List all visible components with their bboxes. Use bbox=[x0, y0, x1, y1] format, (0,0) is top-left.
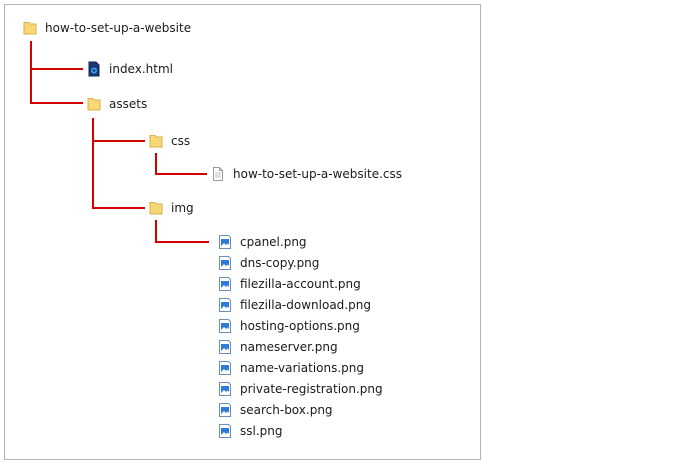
image-file-icon bbox=[217, 381, 233, 397]
tree-node-label: how-to-set-up-a-website.css bbox=[233, 167, 403, 181]
image-file-icon bbox=[217, 234, 233, 250]
tree-node-img[interactable]: img bbox=[148, 199, 194, 217]
tree-node-label: assets bbox=[109, 97, 148, 111]
image-file-icon bbox=[217, 402, 233, 418]
tree-node-label: cpanel.png bbox=[240, 235, 307, 249]
image-file-icon bbox=[217, 276, 233, 292]
tree-diagram-frame bbox=[4, 4, 481, 460]
image-file-icon bbox=[217, 255, 233, 271]
tree-node-root[interactable]: how-to-set-up-a-website bbox=[22, 19, 191, 37]
tree-node-label: filezilla-account.png bbox=[240, 277, 361, 291]
tree-node-image-file[interactable]: filezilla-account.png bbox=[217, 275, 361, 293]
html-file-icon bbox=[86, 61, 102, 77]
tree-node-image-file[interactable]: name-variations.png bbox=[217, 359, 364, 377]
tree-node-assets[interactable]: assets bbox=[86, 95, 147, 113]
tree-node-image-file[interactable]: cpanel.png bbox=[217, 233, 307, 251]
image-file-icon bbox=[217, 297, 233, 313]
text-file-icon bbox=[210, 166, 226, 182]
tree-node-label: search-box.png bbox=[240, 403, 333, 417]
tree-node-index-html[interactable]: index.html bbox=[86, 60, 173, 78]
tree-node-image-file[interactable]: filezilla-download.png bbox=[217, 296, 371, 314]
tree-node-image-file[interactable]: dns-copy.png bbox=[217, 254, 319, 272]
tree-node-image-file[interactable]: nameserver.png bbox=[217, 338, 338, 356]
tree-node-label: how-to-set-up-a-website bbox=[45, 21, 192, 35]
folder-icon bbox=[22, 20, 38, 36]
image-file-icon bbox=[217, 423, 233, 439]
tree-node-image-file[interactable]: search-box.png bbox=[217, 401, 333, 419]
tree-node-image-file[interactable]: hosting-options.png bbox=[217, 317, 360, 335]
folder-icon bbox=[148, 200, 164, 216]
image-file-icon bbox=[217, 318, 233, 334]
tree-node-label: name-variations.png bbox=[240, 361, 365, 375]
image-file-icon bbox=[217, 339, 233, 355]
tree-node-label: index.html bbox=[109, 62, 173, 76]
tree-node-css-file[interactable]: how-to-set-up-a-website.css bbox=[210, 165, 402, 183]
tree-node-label: private-registration.png bbox=[240, 382, 383, 396]
tree-node-image-file[interactable]: private-registration.png bbox=[217, 380, 383, 398]
tree-node-label: filezilla-download.png bbox=[240, 298, 371, 312]
tree-node-label: img bbox=[171, 201, 194, 215]
tree-node-label: ssl.png bbox=[240, 424, 283, 438]
tree-node-label: hosting-options.png bbox=[240, 319, 360, 333]
tree-node-image-file[interactable]: ssl.png bbox=[217, 422, 283, 440]
tree-node-css[interactable]: css bbox=[148, 132, 190, 150]
tree-node-label: nameserver.png bbox=[240, 340, 338, 354]
tree-node-label: dns-copy.png bbox=[240, 256, 320, 270]
tree-node-label: css bbox=[171, 134, 191, 148]
folder-icon bbox=[86, 96, 102, 112]
folder-icon bbox=[148, 133, 164, 149]
image-file-icon bbox=[217, 360, 233, 376]
